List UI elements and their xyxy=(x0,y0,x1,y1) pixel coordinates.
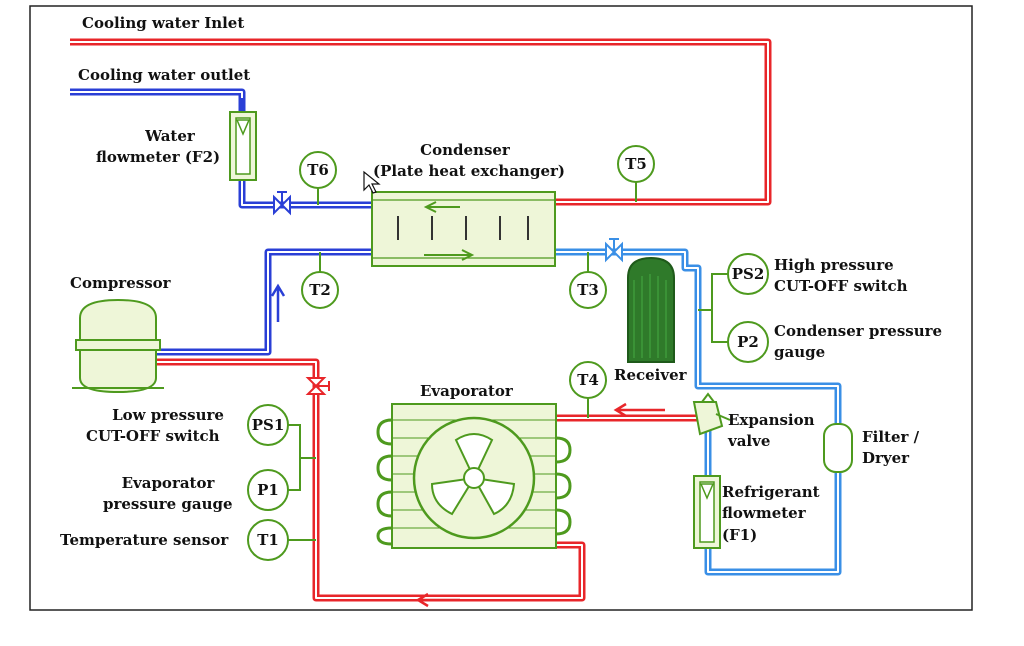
mouse-cursor-icon xyxy=(363,170,381,194)
liquid-valve-icon xyxy=(605,238,623,263)
condenser xyxy=(371,191,556,267)
cooling-water-inlet-line xyxy=(70,38,772,206)
fan-blades-icon xyxy=(430,433,516,516)
svg-text:T5: T5 xyxy=(625,155,647,173)
refrigerant-flowmeter xyxy=(693,475,721,549)
gauge-t5: T5 xyxy=(617,145,655,183)
gauge-p1: P1 xyxy=(247,469,289,511)
temperature-sensor-label: Temperature sensor xyxy=(60,531,229,549)
svg-text:T1: T1 xyxy=(257,531,279,549)
flow-arrow-suction xyxy=(415,592,460,608)
svg-text:PS2: PS2 xyxy=(732,265,765,283)
flow-arrow-discharge xyxy=(270,283,286,322)
gauge-t2: T2 xyxy=(301,271,339,309)
condenser-gauge-label-line1: Condenser pressure xyxy=(774,322,943,340)
gauge-t1: T1 xyxy=(247,519,289,561)
low-pressure-label-line1: Low pressure xyxy=(112,406,224,424)
evaporator xyxy=(376,403,572,549)
expansion-valve-label-line1: Expansion xyxy=(728,411,815,429)
condenser-label-line1: Condenser xyxy=(420,141,510,159)
filter-label-line1: Filter / xyxy=(862,428,920,446)
evaporator-gauge-label-line2: pressure gauge xyxy=(103,495,233,513)
receiver xyxy=(627,256,675,363)
evaporator-label: Evaporator xyxy=(420,382,513,400)
expansion-valve xyxy=(692,392,731,436)
flow-arrows xyxy=(270,283,665,608)
gauge-t6: T6 xyxy=(299,151,337,189)
gauge-t4: T4 xyxy=(569,361,607,399)
gauge-ps1: PS1 xyxy=(247,404,289,446)
expansion-valve-label-line2: valve xyxy=(728,432,771,450)
high-pressure-label-line2: CUT-OFF switch xyxy=(774,277,908,295)
svg-text:P2: P2 xyxy=(737,333,759,351)
filter-label-line2: Dryer xyxy=(862,449,910,467)
condenser-label-line2: (Plate heat exchanger) xyxy=(373,162,565,180)
receiver-label: Receiver xyxy=(614,366,687,384)
cooling-water-outlet-label: Cooling water outlet xyxy=(78,66,251,84)
refrigerant-flowmeter-label-line1: Refrigerant xyxy=(722,483,820,501)
gauge-t3: T3 xyxy=(569,271,607,309)
water-valve-icon xyxy=(273,191,291,216)
refrigerant-flowmeter-label-line3: (F1) xyxy=(722,526,758,544)
compressor xyxy=(72,298,164,394)
svg-text:T3: T3 xyxy=(577,281,599,299)
refrigerant-flowmeter-label-line2: flowmeter xyxy=(722,504,806,522)
gauge-connectors xyxy=(288,182,730,541)
condenser-gauge-label-line2: gauge xyxy=(774,343,826,361)
water-flowmeter-label-line2: flowmeter (F2) xyxy=(96,148,221,166)
suction-valve-icon xyxy=(305,377,330,395)
low-pressure-label-line2: CUT-OFF switch xyxy=(86,427,220,445)
flow-arrow-evaporator-in xyxy=(613,402,665,418)
svg-text:P1: P1 xyxy=(257,481,279,499)
high-pressure-label-line1: High pressure xyxy=(774,256,894,274)
svg-text:T6: T6 xyxy=(307,161,329,179)
compressor-label: Compressor xyxy=(70,274,171,292)
cooling-water-inlet-label: Cooling water Inlet xyxy=(82,14,245,32)
gauge-p2: P2 xyxy=(727,321,769,363)
evaporator-gauge-label-line1: Evaporator xyxy=(121,474,215,492)
svg-text:T4: T4 xyxy=(577,371,599,389)
gauge-ps2: PS2 xyxy=(727,253,769,295)
filter-dryer xyxy=(823,423,853,473)
water-flowmeter xyxy=(229,98,257,181)
svg-text:PS1: PS1 xyxy=(252,416,285,434)
svg-text:T2: T2 xyxy=(309,281,331,299)
water-flowmeter-label-line1: Water xyxy=(145,127,195,145)
